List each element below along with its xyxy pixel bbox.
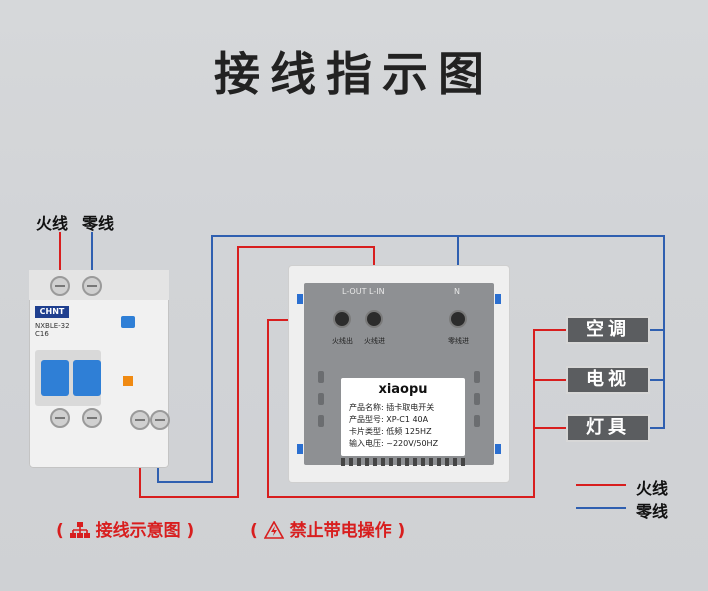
page-title: 接线指示图 [214, 47, 494, 101]
plate-clip [297, 294, 303, 304]
product-row: 产品名称: 插卡取电开关 [349, 403, 435, 412]
vent-slot [474, 393, 480, 405]
terminal-live-out [333, 310, 351, 328]
load-aircon: 空调 [566, 316, 650, 344]
breaker-live-label: 火线 [36, 214, 69, 233]
terminal-label: 火线出 [332, 337, 353, 345]
paren-left: ( [250, 521, 258, 541]
vent-slot [318, 371, 324, 383]
breaker-out-screw-2 [82, 408, 102, 428]
breaker-handle-left [41, 360, 69, 396]
breaker-model: NXBLE-32 [35, 322, 70, 330]
breaker-load-live-screw [130, 410, 150, 430]
terminal-label: 火线进 [364, 337, 385, 345]
hierarchy-icon [69, 522, 90, 538]
legend-live-label: 火线 [636, 479, 669, 498]
legend-neutral-label: 零线 [636, 502, 669, 521]
terminal-top-marks: L-OUT L-IN [342, 287, 385, 296]
paren-left: ( [56, 521, 64, 541]
module-pins [341, 458, 465, 466]
diagram-note-text: 接线示意图 [95, 521, 181, 541]
plate-clip [297, 444, 303, 454]
paren-right: ) [397, 521, 406, 541]
warning-note-text: 禁止带电操作 [289, 521, 392, 541]
product-row: 卡片类型: 低频 125HZ [349, 427, 432, 436]
breaker-handle-right [73, 360, 101, 396]
breaker-test-button [121, 316, 135, 328]
load-tv: 电视 [566, 366, 650, 394]
warning-triangle-icon [263, 520, 285, 539]
terminal-neutral-in [449, 310, 467, 328]
plate-clip [495, 294, 501, 304]
vent-slot [318, 415, 324, 427]
terminal-top-mark-n: N [454, 287, 460, 296]
breaker-load-neutral-screw [150, 410, 170, 430]
circuit-breaker: CHNT NXBLE-32 C16 [29, 270, 170, 468]
terminal-label: 零线进 [448, 337, 469, 345]
live-wire-in [139, 246, 375, 498]
paren-right: ) [186, 521, 195, 541]
breaker-neutral-label: 零线 [82, 214, 115, 233]
load-light: 灯具 [566, 414, 650, 442]
diagram-note: ( 接线示意图 ) [56, 516, 194, 541]
product-row: 输入电压: ~220V/50HZ [349, 439, 439, 448]
breaker-live-screw [50, 276, 70, 296]
breaker-indicator [123, 376, 133, 386]
vent-slot [474, 371, 480, 383]
plate-clip [495, 444, 501, 454]
warning-note: ( 禁止带电操作 ) [250, 516, 405, 541]
vent-slot [474, 415, 480, 427]
breaker-rating: C16 [35, 330, 49, 338]
vent-slot [318, 393, 324, 405]
product-label: xiaopu 产品名称: 插卡取电开关 产品型号: XP-C1 40A 卡片类型… [341, 378, 465, 456]
card-switch: L-OUT L-IN N 火线出 火线进 零线进 xiaopu 产品名称: 插卡… [289, 266, 509, 482]
breaker-neutral-screw [82, 276, 102, 296]
product-row: 产品型号: XP-C1 40A [349, 415, 429, 424]
neutral-wire-main [157, 235, 665, 483]
product-brand: xiaopu [378, 382, 428, 397]
breaker-out-screw-1 [50, 408, 70, 428]
breaker-brand-logo: CHNT [35, 306, 69, 318]
terminal-live-in [365, 310, 383, 328]
